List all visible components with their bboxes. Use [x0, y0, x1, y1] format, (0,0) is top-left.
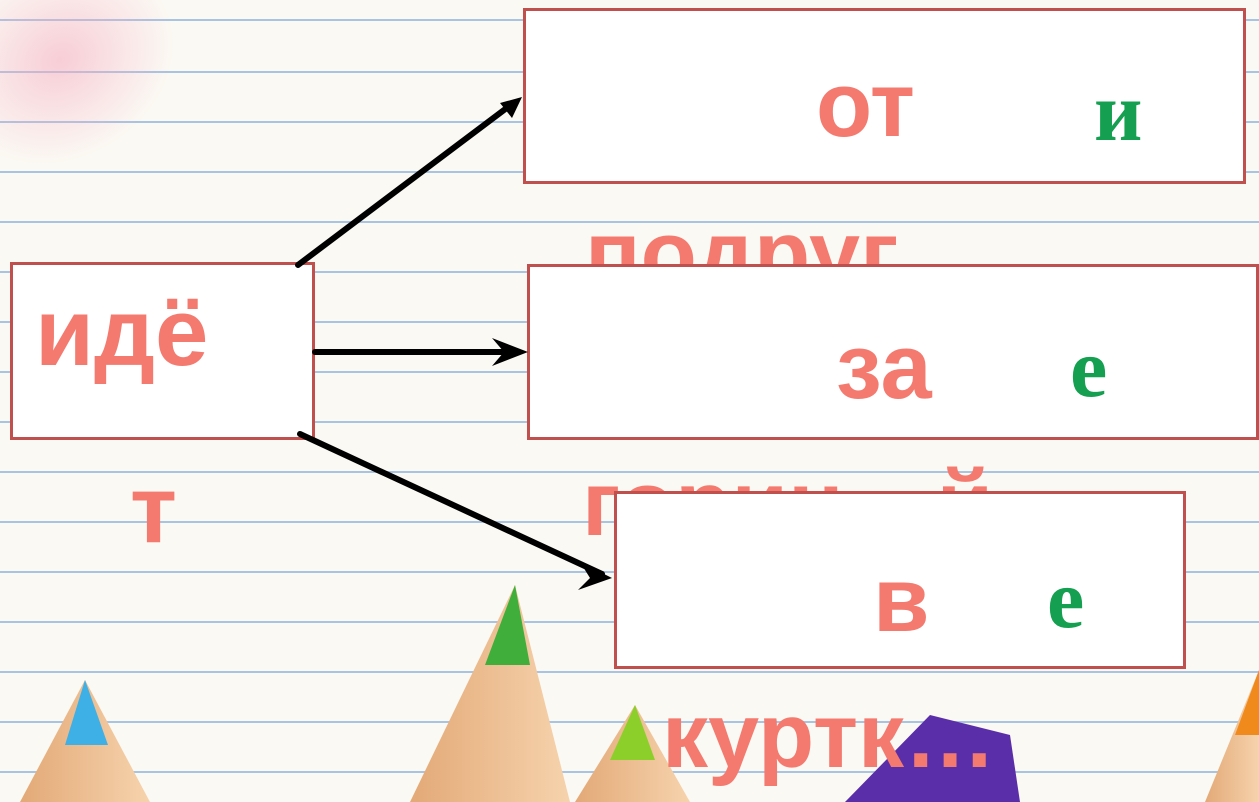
- source-word-line2: т: [130, 456, 178, 563]
- prefix-2: за: [836, 316, 932, 418]
- arrowhead-3: [578, 562, 612, 590]
- target-box-3: в е: [614, 491, 1186, 669]
- prefix-1: от: [816, 54, 915, 156]
- ending-1: и: [1094, 66, 1143, 159]
- arrow-1: [295, 101, 515, 268]
- ending-2: е: [1070, 322, 1108, 415]
- stem-word-3: куртк…: [662, 685, 997, 787]
- ending-3: е: [1047, 553, 1085, 646]
- arrowhead-1: [500, 97, 522, 118]
- source-word-line1: идё: [35, 279, 209, 386]
- arrow-3: [297, 431, 605, 577]
- target-box-1: от и: [523, 8, 1246, 184]
- target-box-2: за е: [527, 264, 1259, 440]
- prefix-3: в: [873, 549, 930, 651]
- arrowhead-2: [492, 338, 528, 366]
